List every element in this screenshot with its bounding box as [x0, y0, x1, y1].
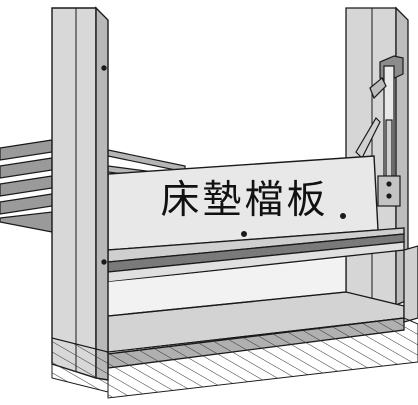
left-side-panel	[51, 6, 109, 381]
gas-strut	[355, 55, 404, 207]
panel-label: 床墊檔板	[160, 178, 329, 223]
panel-shelf	[107, 227, 405, 283]
cabinet-back	[108, 8, 346, 60]
floor-hatch	[51, 317, 418, 399]
right-front-upright	[403, 245, 418, 323]
